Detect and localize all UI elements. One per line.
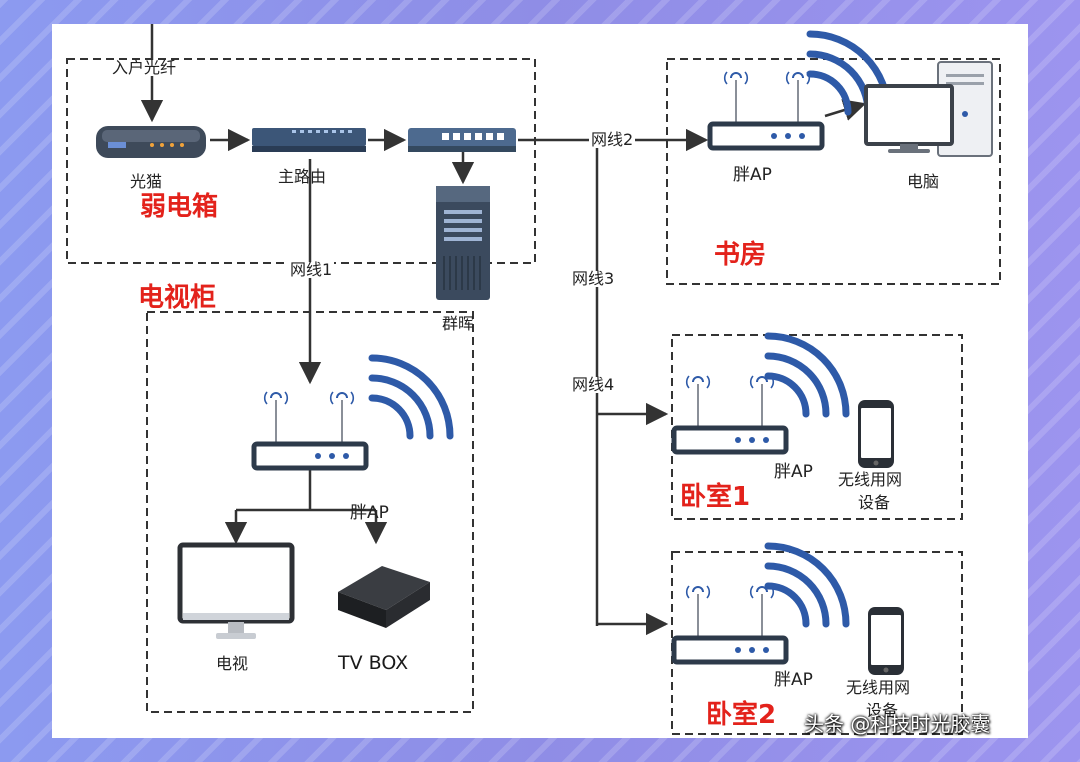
- tv-monitor-icon: [177, 542, 295, 639]
- bedroom2-fat-ap-icon: [674, 546, 846, 662]
- nas-server-icon: [436, 186, 490, 300]
- tv-ap-label: 胖AP: [350, 503, 389, 523]
- study-title: 书房: [714, 240, 767, 270]
- cable1-label: 网线1: [288, 260, 335, 279]
- weak-box-zone: [66, 58, 536, 264]
- study-ap-label: 胖AP: [733, 165, 772, 185]
- network-diagram: [66, 24, 1001, 735]
- fiber-in-label: 入户光纤: [110, 58, 179, 77]
- bedroom2-device-label-2: 设备: [866, 701, 899, 720]
- tv-box-icon: [338, 566, 430, 628]
- main-router-icon: [252, 128, 366, 152]
- bedroom1-fat-ap-icon: [674, 336, 846, 452]
- study-fat-ap-icon: [710, 34, 888, 148]
- connection-lines: [140, 24, 867, 636]
- study-zone: [666, 58, 1001, 285]
- nas-label: 群晖: [442, 314, 475, 333]
- bedroom1-device-label-2: 设备: [858, 493, 891, 512]
- bedroom1-phone-icon: [858, 400, 894, 468]
- computer-label: 电脑: [907, 172, 940, 191]
- bedroom2-phone-icon: [868, 607, 904, 675]
- bedroom2-ap-label: 胖AP: [774, 670, 813, 690]
- tv-fat-ap-icon: [254, 358, 450, 468]
- main-router-label: 主路由: [278, 167, 327, 186]
- cable2-label: 网线2: [589, 130, 636, 149]
- watermark: 头条 @科技时光胶囊: [804, 712, 991, 736]
- network-switch-icon: [408, 128, 516, 152]
- bedroom1-zone: [671, 334, 963, 520]
- tv-box-label: TV BOX: [338, 652, 409, 674]
- bedroom1-device-label-1: 无线用网: [838, 470, 903, 489]
- tv-label: 电视: [216, 654, 249, 673]
- diagram-canvas: 入户光纤 光猫 主路由 弱电箱 网线1 群晖 电视柜 网线2 网线3 网线4 胖…: [52, 24, 1028, 738]
- bedroom2-device-label-1: 无线用网: [846, 678, 911, 697]
- cable4-label: 网线4: [570, 375, 617, 394]
- weak-box-title: 弱电箱: [140, 192, 219, 222]
- optical-modem-icon: [96, 126, 206, 158]
- bedroom1-title: 卧室1: [680, 482, 751, 512]
- bedroom1-ap-label: 胖AP: [774, 462, 813, 482]
- bedroom2-title: 卧室2: [706, 700, 777, 730]
- computer-icon: [864, 61, 993, 157]
- modem-label: 光猫: [130, 172, 163, 191]
- tv-cabinet-title: 电视柜: [138, 283, 217, 313]
- cable3-label: 网线3: [570, 269, 617, 288]
